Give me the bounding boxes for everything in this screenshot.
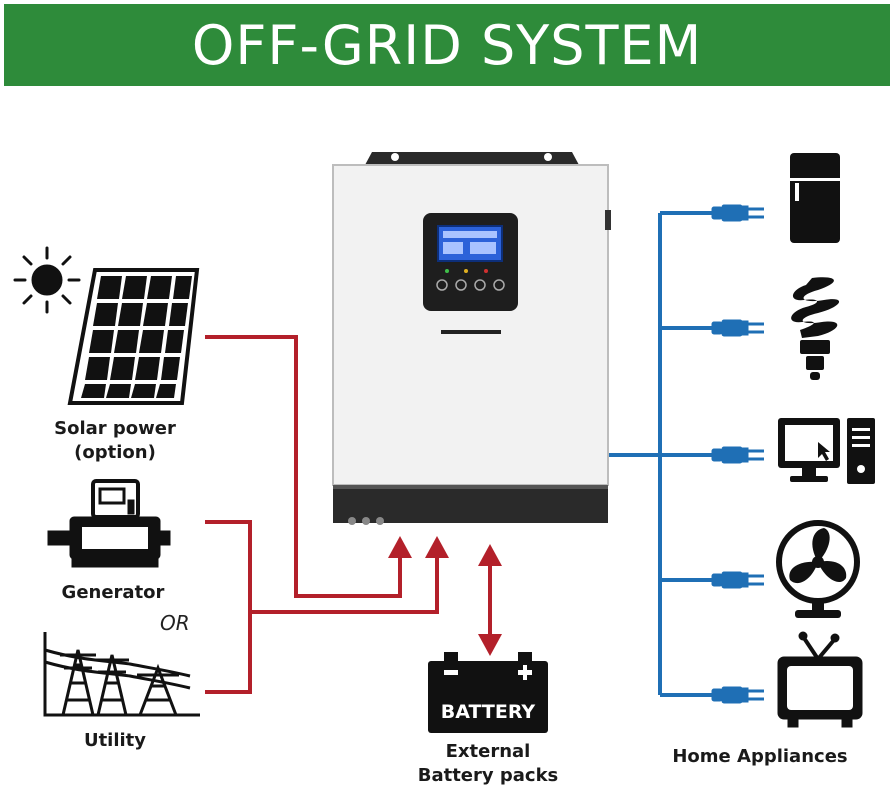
battery-caption-line1: External <box>445 741 531 762</box>
panel-button <box>474 279 486 291</box>
solar-label: Solar power (option) <box>40 417 190 465</box>
inverter-base <box>333 485 608 523</box>
battery-text: BATTERY <box>441 701 536 723</box>
power-pylon-icon <box>43 632 200 717</box>
light-bulb-icon <box>791 277 840 380</box>
refrigerator-icon <box>790 153 840 243</box>
mounting-bracket <box>365 152 579 165</box>
solar-line <box>205 335 402 598</box>
fan-icon <box>776 520 860 618</box>
battery-up-arrow-icon <box>478 544 502 566</box>
panel-button <box>455 279 467 291</box>
solar-label-line1: Solar power <box>54 418 176 439</box>
input-wiring <box>205 335 492 694</box>
plug-icon <box>711 204 764 222</box>
output-wiring <box>606 211 712 697</box>
battery-down-arrow-icon <box>478 634 502 656</box>
utility-to-inverter-line <box>250 552 439 614</box>
battery-caption-line2: Battery packs <box>417 765 559 786</box>
tv-icon <box>777 631 863 728</box>
panel-button <box>436 279 448 291</box>
battery-icon: BATTERY <box>428 652 548 733</box>
sun-icon <box>13 246 81 314</box>
computer-icon <box>778 418 875 484</box>
generator-icon <box>47 479 171 568</box>
generator-line <box>205 520 252 694</box>
page-title: OFF-GRID SYSTEM <box>191 13 703 77</box>
solar-arrow-icon <box>388 536 412 558</box>
title-banner: OFF-GRID SYSTEM <box>4 4 890 86</box>
inverter-icon <box>332 152 611 525</box>
plug-icon <box>711 571 764 589</box>
generator-label: Generator <box>61 582 165 603</box>
plug-icon <box>711 686 764 704</box>
solar-panel-icon <box>67 268 200 405</box>
utility-arrow-icon <box>425 536 449 558</box>
panel-button <box>493 279 505 291</box>
utility-label: Utility <box>83 730 147 751</box>
input-arrowheads <box>388 536 502 656</box>
appliances-label: Home Appliances <box>672 746 848 767</box>
battery-caption: External Battery packs <box>400 740 576 788</box>
or-label: OR <box>160 611 190 635</box>
plug-icon <box>711 319 764 337</box>
plugs <box>711 204 764 704</box>
plug-icon <box>711 446 764 464</box>
solar-label-line2: (option) <box>74 442 156 463</box>
